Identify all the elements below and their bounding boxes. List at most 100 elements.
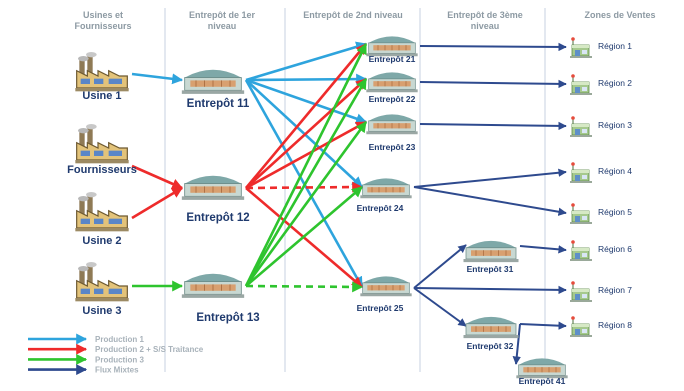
store-icon	[569, 36, 593, 59]
warehouse-icon	[462, 240, 520, 263]
warehouse-icon	[359, 177, 413, 199]
node-region-8: Région 8	[569, 315, 632, 338]
flow-arrow-entrepot-21-to-region-1	[419, 42, 567, 52]
node-label-region-6: Région 6	[598, 244, 632, 254]
node-label-usine-2: Usine 2	[82, 235, 121, 247]
node-region-2: Région 2	[569, 73, 632, 96]
node-usine-1: Usine 1	[74, 52, 130, 102]
flow-arrow-fournisseurs-to-entrepot-12	[131, 164, 183, 190]
node-region-4: Région 4	[569, 161, 632, 184]
flow-arrow-entrepot-13-to-entrepot-23	[244, 121, 368, 287]
legend-label-production-3: Production 3	[95, 355, 144, 364]
node-label-entrepot-24: Entrepôt 24	[357, 203, 404, 213]
flow-arrow-entrepot-11-to-entrepot-24	[245, 79, 363, 188]
node-entrepot-41: Entrepôt 41	[515, 357, 569, 386]
node-label-region-3: Région 3	[598, 120, 632, 130]
flow-arrow-entrepot-13-to-entrepot-24	[245, 186, 363, 287]
flow-arrow-entrepot-12-to-entrepot-24	[245, 181, 364, 193]
header-zones-de-ventes-line-1: Zones de Ventes	[584, 10, 655, 20]
warehouse-icon	[181, 69, 245, 95]
node-entrepot-31: Entrepôt 31	[462, 240, 520, 274]
header-entrepot-1er-niveau-line-2: niveau	[208, 21, 237, 31]
node-region-5: Région 5	[569, 202, 632, 225]
flow-arrow-entrepot-12-to-entrepot-22	[245, 78, 367, 189]
legend-item-production-2-s-s-traitance: Production 2 + S/S Traitance	[28, 343, 204, 355]
factory-icon	[74, 124, 130, 164]
legend-label-production-1: Production 1	[95, 335, 144, 344]
flow-arrow-entrepot-25-to-entrepot-31	[413, 244, 467, 289]
node-label-entrepot-41: Entrepôt 41	[519, 376, 566, 386]
node-usine-3: Usine 3	[74, 262, 130, 317]
flow-arrow-entrepot-25-to-entrepot-32	[413, 287, 467, 327]
factory-icon	[74, 262, 130, 302]
node-label-entrepot-12: Entrepôt 12	[186, 212, 249, 224]
warehouse-icon	[462, 316, 520, 339]
flow-arrow-entrepot-13-to-entrepot-22	[244, 78, 368, 287]
node-label-region-8: Région 8	[598, 320, 632, 330]
header-usines-fournisseurs-line-1: Usines et	[83, 10, 123, 20]
legend-label-production-2-s-s-traitance: Production 2 + S/S Traitance	[95, 345, 204, 354]
flow-arrow-entrepot-22-to-region-2	[419, 79, 567, 89]
node-usine-2: Usine 2	[74, 192, 130, 247]
node-entrepot-21: Entrepôt 21	[365, 35, 419, 64]
node-entrepot-22: Entrepôt 22	[365, 71, 419, 104]
node-entrepot-23: Entrepôt 23	[365, 113, 419, 152]
header-entrepot-2nd-niveau-line-1: Entrepôt de 2nd niveau	[303, 10, 403, 20]
legend-item-production-3: Production 3	[28, 353, 144, 365]
flow-arrow-entrepot-24-to-region-5	[413, 186, 567, 216]
header-usines-fournisseurs-line-2: Fournisseurs	[74, 21, 131, 31]
flow-arrow-entrepot-32-to-entrepot-41	[512, 323, 521, 365]
store-icon	[569, 73, 593, 96]
node-entrepot-25: Entrepôt 25	[357, 275, 413, 313]
node-label-entrepot-32: Entrepôt 32	[467, 341, 514, 351]
header-entrepot-1er-niveau-line-1: Entrepôt de 1er	[189, 10, 256, 20]
warehouse-icon	[365, 71, 419, 93]
flow-arrow-entrepot-23-to-region-3	[419, 121, 567, 131]
flow-arrow-entrepot-13-to-entrepot-25	[245, 281, 364, 293]
warehouse-icon	[359, 275, 413, 297]
store-icon	[569, 280, 593, 303]
header-zones-de-ventes: Zones de Ventes	[584, 10, 655, 20]
store-icon	[569, 115, 593, 138]
store-icon	[569, 239, 593, 262]
flow-arrow-entrepot-13-to-entrepot-21	[244, 43, 368, 287]
store-icon	[569, 315, 593, 338]
flow-arrow-entrepot-25-to-region-7	[413, 285, 567, 295]
legend-item-production-1: Production 1	[28, 333, 144, 345]
node-entrepot-11: Entrepôt 11	[181, 69, 250, 110]
header-entrepot-2nd-niveau: Entrepôt de 2nd niveau	[303, 10, 403, 20]
factory-icon	[74, 192, 130, 232]
legend-item-flux-mixtes: Flux Mixtes	[28, 364, 139, 376]
warehouse-icon	[181, 273, 245, 299]
store-icon	[569, 202, 593, 225]
node-label-usine-3: Usine 3	[82, 305, 121, 317]
node-entrepot-12: Entrepôt 12	[181, 175, 250, 224]
warehouse-icon	[181, 175, 245, 201]
node-region-7: Région 7	[569, 280, 632, 303]
flow-arrow-entrepot-12-to-entrepot-21	[245, 43, 367, 189]
factory-icon	[74, 52, 130, 92]
flow-arrow-entrepot-24-to-region-4	[413, 168, 567, 188]
node-label-entrepot-21: Entrepôt 21	[369, 54, 416, 64]
node-region-3: Région 3	[569, 115, 632, 138]
header-entrepot-3eme-niveau-line-1: Entrepôt de 3ème	[447, 10, 523, 20]
warehouse-icon	[365, 113, 419, 135]
node-label-entrepot-11: Entrepôt 11	[187, 98, 250, 110]
node-region-1: Région 1	[569, 36, 632, 59]
node-entrepot-32: Entrepôt 32	[462, 316, 520, 351]
flow-arrow-entrepot-12-to-entrepot-23	[245, 120, 367, 190]
header-entrepot-3eme-niveau-line-2: niveau	[471, 21, 500, 31]
node-label-entrepot-23: Entrepôt 23	[369, 142, 416, 152]
flow-arrow-entrepot-11-to-entrepot-21	[245, 41, 368, 82]
node-fournisseurs: Fournisseurs	[67, 124, 137, 176]
node-entrepot-24: Entrepôt 24	[357, 177, 413, 213]
node-label-entrepot-31: Entrepôt 31	[467, 264, 514, 274]
node-label-usine-1: Usine 1	[82, 90, 121, 102]
flow-arrow-usine-2-to-entrepot-12	[131, 186, 183, 220]
